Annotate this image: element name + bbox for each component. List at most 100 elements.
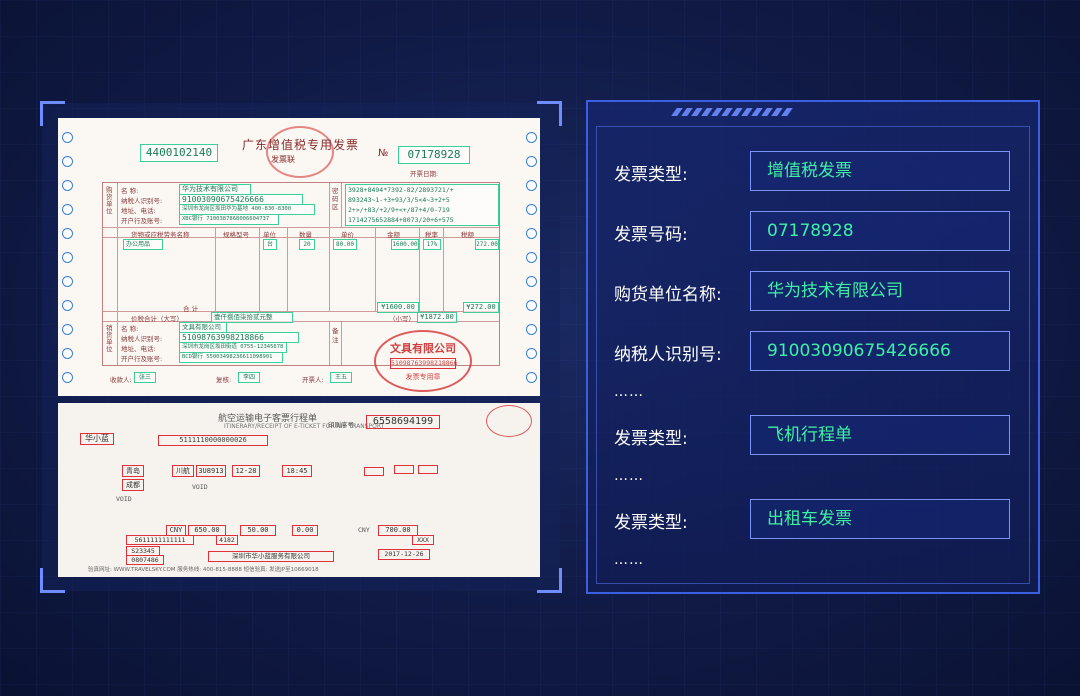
label-address: 地址、电话: [121,207,156,215]
total-words-label: 价税合计（大写） [131,315,183,323]
ocr-box-total-small: ¥1872.00 [417,312,457,323]
itinerary-title: 航空运输电子客票行程单 [218,414,318,424]
field-value-invoice-type-3[interactable]: 出租车发票 [750,499,1010,539]
header-unit: 单位 [263,231,276,239]
field-value-taxpayer-id[interactable]: 91003090675426666 [750,331,1010,371]
ocr-box-total-amount: ¥1600.00 [377,302,419,313]
field-label-buyer-name: 购货单位名称: [614,285,722,305]
header-tax: 税额 [461,231,474,239]
header-rate: 税率 [425,231,438,239]
field-value-invoice-number[interactable]: 07178928 [750,211,1010,251]
tractor-strip-right [522,118,540,396]
more-fields-ellipsis: …… [614,552,644,568]
vat-invoice-image: 广东增值税专用发票 发票联 4400102140 № 07178928 开票日期… [58,118,540,396]
ocr-box-buyer-bank: XBC银行 7100387868006604737 [179,214,279,225]
ocr-box-from: 青岛 [122,465,144,477]
ocr-box-drawer: 王五 [330,372,352,383]
void-text: VOID [192,483,208,491]
ocr-box-stamp-taxid: 51098763998218866 [390,358,458,369]
ocr-box-carrier: 川航 [172,465,194,477]
invoice-table: 购货单位 名 称: 纳税人识别号: 地址、电话: 开户行及账号: 华为技术有限公… [102,182,500,366]
label-seller-name: 名 称: [121,325,139,333]
air-itinerary-image: 航空运输电子客票行程单 ITINERARY/RECEIPT OF E-TICKE… [58,403,540,577]
frame-corner [40,101,65,126]
label-name: 名 称: [121,187,139,195]
buyer-section-label: 购货单位 [106,186,113,215]
field-label-invoice-number: 发票号码: [614,225,688,245]
ocr-box-check: 4182 [216,535,238,545]
ocr-box-seller-bank: BCD银行 55003498236611098901 [179,352,283,363]
sum-label: 合 计 [183,305,199,313]
header-goods: 货物或应税劳务名称 [131,231,190,239]
more-fields-ellipsis: …… [614,384,644,400]
header-price: 单价 [341,231,354,239]
invoice-number-label: № [378,148,389,159]
ocr-box-invoice-number: 07178928 [398,146,470,164]
ocr-box-agent-code2: 0807486 [126,555,164,565]
ocr-box-date: 12-28 [232,465,260,477]
ocr-box-time: 18:45 [282,465,312,477]
itinerary-footer: 验真网址: WWW.TRAVELSKY.COM 服务热线: 400-815-88… [88,567,319,573]
ocr-box-tax-air: 0.00 [292,525,318,536]
ocr-box-eticket: 5611111111111 [126,535,194,545]
field-label-invoice-type-3: 发票类型: [614,513,688,533]
field-value-invoice-type[interactable]: 增值税发票 [750,151,1010,191]
company-stamp: 文具有限公司 51098763998218866 发票专用章 [374,330,472,392]
payee-label: 收款人: [110,376,132,384]
panel-inner-border [596,126,1030,584]
void-text: VOID [116,495,132,503]
header-qty: 数量 [299,231,312,239]
invoice-subtitle: 发票联 [271,155,295,164]
ocr-box-insurance: XXX [412,535,434,545]
frame-corner [537,101,562,126]
ocr-box-password-area: 3928+8494*7392-82/2893721/+ 893243~1-+3+… [345,184,499,226]
total-small-label: （小写） [389,315,415,323]
field-label-invoice-type: 发票类型: [614,165,688,185]
ocr-box-issue-date: 2017-12-26 [378,549,430,560]
remark-label: 备注 [332,327,339,344]
header-spec: 规格型号 [223,231,249,239]
ocr-box-item-name: 办公用品 [123,239,163,250]
itinerary-subtitle: ITINERARY/RECEIPT OF E-TICKET FOR AIR TR… [224,423,385,430]
seller-section-label: 销货单位 [106,324,113,353]
serial-label: 印刷序号: [328,421,357,429]
ocr-box-payee: 张三 [134,372,156,383]
ocr-box-reviewer: 李四 [238,372,260,383]
frame-corner [537,568,562,593]
field-value-buyer-name[interactable]: 华为技术有限公司 [750,271,1010,311]
panel-header-stripes [671,108,793,116]
field-value-invoice-type-2[interactable]: 飞机行程单 [750,415,1010,455]
ocr-box-qty: 20 [299,239,315,250]
tractor-strip-left [58,118,76,396]
currency-text: CNY [358,526,370,534]
ocr-box-unit: 台 [263,239,277,250]
field-label-taxpayer-id: 纳税人识别号: [614,345,722,365]
ocr-box-fuel: 50.00 [240,525,276,536]
more-fields-ellipsis: …… [614,468,644,484]
label-seller-taxid: 纳税人识别号: [121,335,163,343]
ocr-box-total-tax: ¥272.00 [463,302,499,313]
air-seal-icon [486,405,532,437]
tax-seal-icon [266,126,334,178]
label-taxid: 纳税人识别号: [121,197,163,205]
ocr-box-price: 80.00 [333,239,357,250]
ocr-box-blank [394,465,414,474]
ocr-box-blank [364,467,384,476]
field-label-invoice-type-2: 发票类型: [614,429,688,449]
ocr-box-amount: 1600.00 [391,239,419,250]
ocr-box-tax: 272.00 [475,239,499,250]
header-amount: 金额 [387,231,400,239]
issue-date-label: 开票日期: [410,170,439,178]
reviewer-label: 复核: [216,376,232,384]
ocr-box-total-words: 壹仟捌佰柒拾贰元整 [211,312,293,323]
password-area-label: 密码区 [332,187,339,211]
ocr-box-invoice-code: 4400102140 [140,144,218,162]
label-seller-bank: 开户行及账号: [121,355,163,363]
ocr-box-to: 成都 [122,479,144,491]
frame-corner [40,568,65,593]
drawer-label: 开票人: [302,376,324,384]
ocr-box-id-no: 5111110000000026 [158,435,268,446]
ocr-box-flight: 3U8913 [196,465,226,477]
label-bank: 开户行及账号: [121,217,163,225]
ocr-box-agent-name: 深圳市华小蓝服务有限公司 [208,551,334,562]
